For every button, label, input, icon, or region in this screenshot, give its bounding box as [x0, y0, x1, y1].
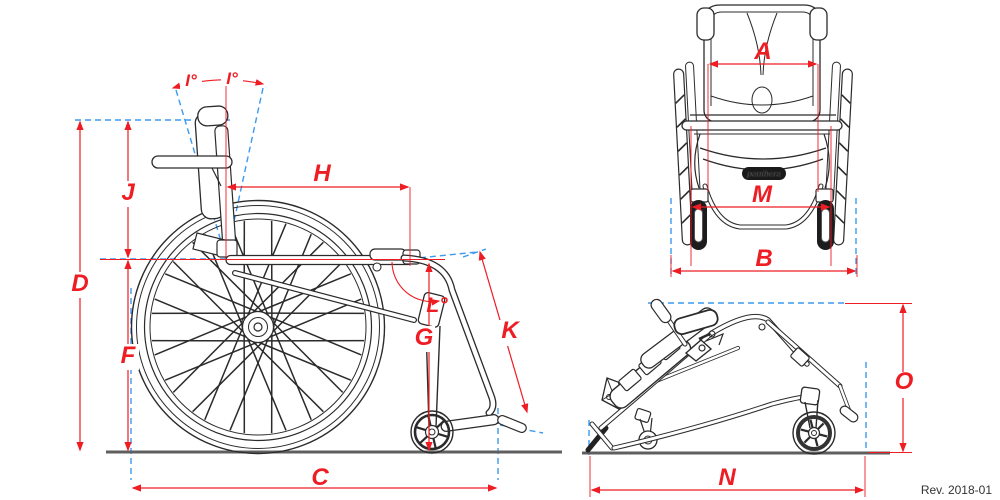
rear-wheel [130, 199, 386, 455]
rear-wheel-spokes [151, 220, 365, 434]
dim-label-l: L° [426, 294, 448, 317]
front-reference-lines [670, 198, 857, 278]
side-view: I° I° J D F H C G K L° [69, 64, 562, 492]
dim-label-m: M [752, 181, 773, 208]
side-dimension-labels: I° I° J D F H C G K L° [69, 64, 524, 491]
logo-text: panthera [746, 170, 781, 179]
dim-label-f: F [121, 342, 137, 369]
front-view: panthera A M B [670, 4, 858, 278]
dim-label-i-right: I° [226, 69, 238, 88]
revision-text: Rev. 2018-01 [921, 483, 992, 497]
dim-label-b: B [755, 245, 772, 272]
dim-label-a: A [753, 38, 771, 65]
dim-label-n: N [718, 464, 736, 491]
folded-view: O N [582, 298, 917, 497]
folded-caster-spokes [800, 419, 828, 447]
dim-label-d: D [71, 270, 88, 297]
side-frame [151, 105, 527, 434]
folded-drawing [585, 298, 859, 455]
side-dimension-lines [76, 64, 529, 492]
folded-dimension-lines [589, 303, 912, 497]
caster-wheel [410, 410, 454, 454]
front-dimension-lines [670, 60, 858, 277]
front-dimension-labels: A M B [752, 38, 773, 272]
dim-label-j: J [121, 179, 135, 206]
armrest-bar [151, 155, 233, 169]
folded-dimension-labels: O N [718, 368, 917, 491]
dim-label-c: C [311, 464, 329, 491]
dim-label-k: K [501, 317, 520, 344]
front-drawing: panthera [673, 4, 853, 250]
folded-reference-lines [588, 302, 867, 455]
dim-label-g: G [415, 324, 434, 351]
dim-label-o: O [895, 368, 914, 395]
dim-label-i-left: I° [185, 71, 197, 90]
logo-badge [742, 167, 786, 180]
dim-label-h: H [313, 160, 331, 187]
